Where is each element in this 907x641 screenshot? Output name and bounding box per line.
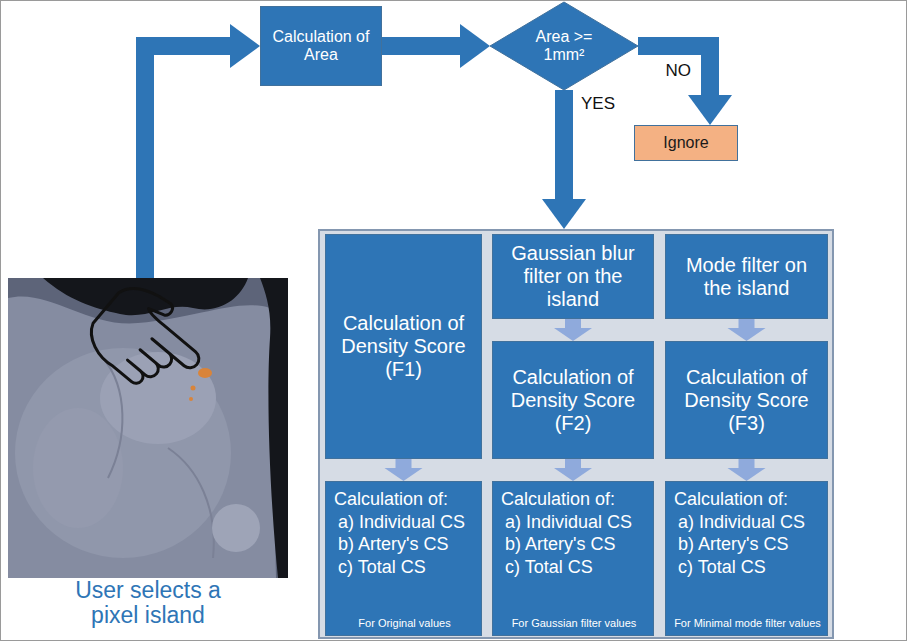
decision-diamond-shape: [490, 2, 638, 90]
result-item: c) Total CS: [334, 556, 475, 579]
result-box: Calculation of:a) Individual CSb) Artery…: [665, 481, 828, 636]
result-item: b) Artery's CS: [334, 533, 475, 556]
heart-region: [15, 348, 231, 558]
box-label: Calculation of Density Score (F2): [499, 366, 647, 435]
box-label: Ignore: [641, 134, 731, 152]
result-item: a) Individual CS: [674, 511, 821, 534]
result-note: For Gaussian filter values: [501, 611, 647, 630]
box-label: Calculation of Density Score (F1): [332, 312, 475, 381]
edge-label: NO: [664, 61, 694, 81]
dark-region: [43, 278, 248, 315]
calcium-island: [189, 397, 193, 401]
node-content: Calculation of Density Score (F1): [332, 312, 475, 381]
box-label: Area >= 1mm²: [520, 28, 608, 65]
aorta: [212, 504, 260, 552]
box-label: Gaussian blur filter on the island: [499, 242, 647, 311]
result-heading: Calculation of:: [334, 488, 475, 511]
hand-outline: [80, 278, 216, 407]
flow-arrow: [396, 459, 412, 468]
flow-arrow: [739, 319, 755, 328]
flow-arrow: [638, 46, 710, 95]
scan-ground: [8, 278, 288, 578]
node-content: Ignore: [641, 134, 731, 152]
node-content: Calculation of:a) Individual CSb) Artery…: [674, 488, 821, 630]
node-content: Gaussian blur filter on the island: [499, 242, 647, 311]
result-item: b) Artery's CS: [674, 533, 821, 556]
node-content: Calculation of Density Score (F3): [672, 366, 821, 435]
result-item: a) Individual CS: [334, 511, 475, 534]
image-caption: User selects a pixel island: [56, 578, 241, 629]
node-content: Calculation of:a) Individual CSb) Artery…: [334, 488, 475, 630]
result-box: Calculation of:a) Individual CSb) Artery…: [325, 481, 482, 636]
box-label: Calculation of Area: [267, 28, 375, 65]
result-note: For Original values: [334, 611, 475, 630]
result-item: b) Artery's CS: [501, 533, 647, 556]
result-note: For Minimal mode filter values: [674, 611, 821, 630]
body-tissue: [8, 296, 276, 578]
result-heading: Calculation of:: [674, 488, 821, 511]
result-box: Calculation of:a) Individual CSb) Artery…: [492, 481, 654, 636]
process-box: Calculation of Density Score (F1): [325, 234, 482, 459]
group-panel: Calculation of Density Score (F1) Gaussia…: [318, 229, 834, 639]
lung-region: [260, 278, 288, 578]
flow-arrow: [565, 459, 581, 468]
calcium-island: [191, 386, 196, 391]
node-content: Calculation of Density Score (F2): [499, 366, 647, 435]
node-content: Calculation of:a) Individual CSb) Artery…: [501, 488, 647, 630]
tissue-edge: [168, 448, 214, 558]
result-item: a) Individual CS: [501, 511, 647, 534]
process-box: Calculation of Density Score (F3): [665, 341, 828, 459]
flow-arrow: [555, 90, 573, 199]
process-box: Calculation of Area: [260, 6, 382, 86]
pointing-hand-icon: [80, 278, 216, 407]
flow-arrow: [382, 37, 460, 55]
decision-diamond: Area >= 1mm²: [490, 2, 638, 90]
calcium-island: [198, 368, 212, 378]
process-box: Mode filter on the island: [665, 234, 828, 319]
process-box: Gaussian blur filter on the island: [492, 234, 654, 319]
flow-arrow: [565, 319, 581, 328]
ct-scan-illustration: [8, 274, 288, 578]
process-box: Calculation of Density Score (F2): [492, 341, 654, 459]
edge-label: YES: [579, 94, 617, 114]
result-item: c) Total CS: [674, 556, 821, 579]
node-content: Area >= 1mm²: [520, 28, 608, 65]
node-content: User selects a pixel island: [56, 578, 241, 629]
node-content: Mode filter on the island: [672, 254, 821, 300]
ct-image-node: User selects a pixel island: [8, 278, 288, 631]
result-item: c) Total CS: [501, 556, 647, 579]
flow-arrow: [145, 46, 230, 278]
flow-arrow: [739, 459, 755, 468]
box-label: Calculation of Density Score (F3): [672, 366, 821, 435]
tissue-edge: [103, 358, 122, 478]
heart-chamber: [33, 408, 123, 528]
node-content: Calculation of Area: [267, 28, 375, 65]
terminal-box: Ignore: [634, 125, 738, 161]
result-heading: Calculation of:: [501, 488, 647, 511]
box-label: Mode filter on the island: [672, 254, 821, 300]
